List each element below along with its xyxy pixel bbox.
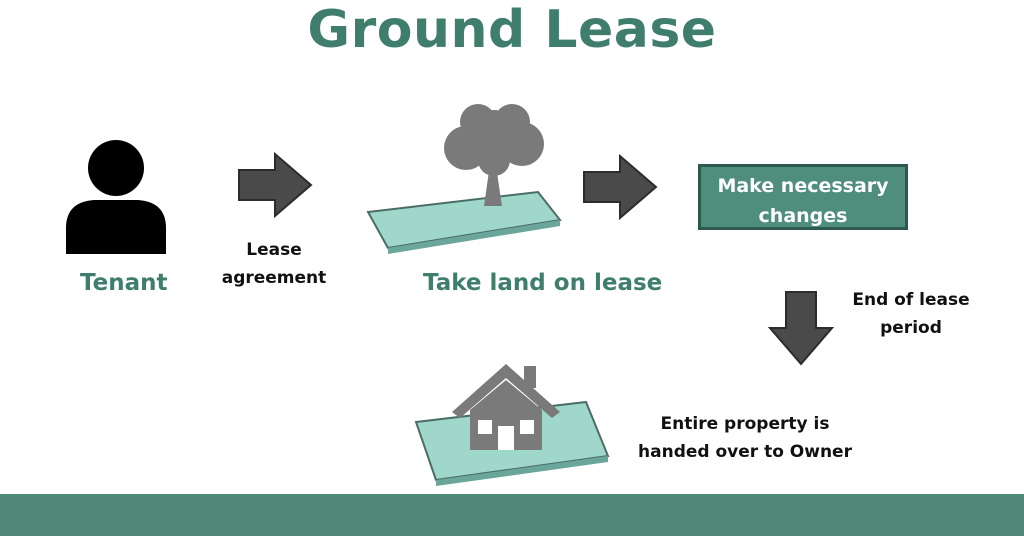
tree-on-land-icon (366, 104, 562, 254)
handover-label: Entire property is handed over to Owner (628, 410, 862, 466)
handover-line2: handed over to Owner (638, 442, 852, 462)
end-of-lease-line2: period (880, 318, 942, 338)
take-land-label: Take land on lease (423, 270, 663, 296)
footer-bar (0, 494, 1024, 536)
make-changes-line1: Make necessary (717, 175, 889, 197)
arrow-right-icon (583, 153, 658, 221)
lease-agreement-line2: agreement (221, 268, 327, 288)
tenant-label: Tenant (80, 270, 168, 296)
make-changes-line2: changes (758, 205, 848, 227)
end-of-lease-line1: End of lease (852, 290, 970, 310)
page-title: Ground Lease (307, 0, 717, 60)
lease-agreement-label: Lease agreement (212, 236, 336, 292)
make-changes-box: Make necessary changes (698, 164, 908, 230)
arrow-down-icon (767, 291, 835, 366)
house-on-land-icon (414, 364, 610, 486)
handover-line1: Entire property is (660, 414, 830, 434)
arrow-right-icon (238, 151, 313, 219)
lease-agreement-line1: Lease (246, 240, 302, 260)
person-icon (66, 140, 166, 254)
end-of-lease-label: End of lease period (846, 286, 976, 342)
